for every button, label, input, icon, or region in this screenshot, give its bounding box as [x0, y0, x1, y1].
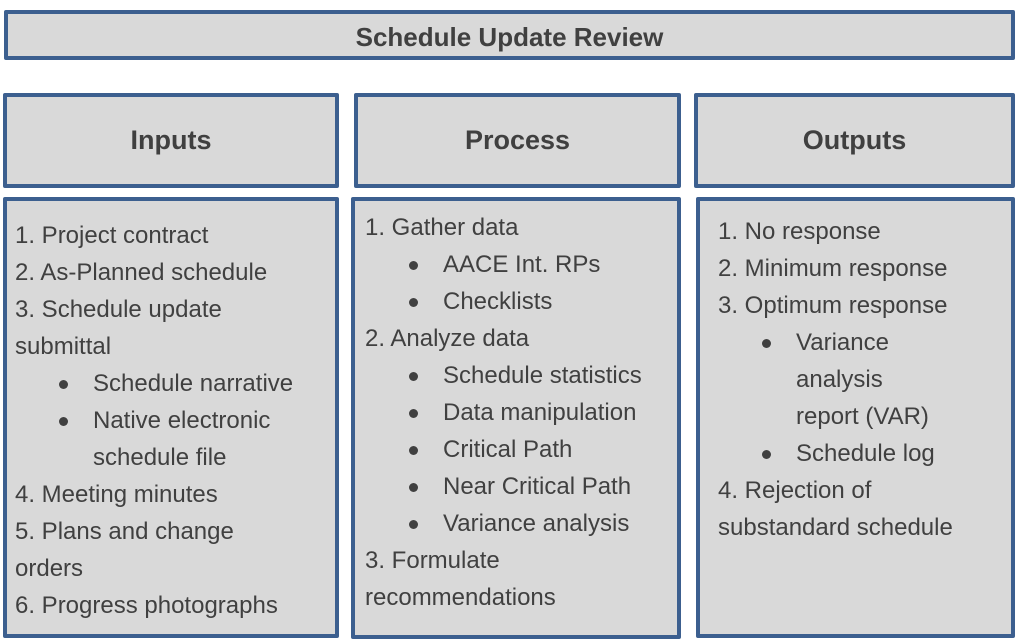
bullet-item-continuation: report (VAR)	[718, 398, 1011, 435]
bullet-item-text: Data manipulation	[443, 399, 637, 426]
numbered-item: 2. Analyze data	[365, 325, 530, 352]
bullet-item-text: Native electronic	[93, 407, 271, 434]
numbered-item: 2. Minimum response	[718, 255, 948, 282]
numbered-item: 4. Meeting minutes	[15, 481, 218, 508]
numbered-item-continuation: substandard schedule	[718, 514, 953, 541]
bullet-icon	[409, 372, 418, 381]
bullet-item-continuation: analysis	[718, 361, 1011, 398]
diagram-title: Schedule Update Review	[4, 10, 1015, 60]
bullet-item: Near Critical Path	[365, 468, 677, 505]
numbered-item: 1. Gather data	[365, 214, 519, 241]
bullet-item: Native electronic	[15, 402, 335, 439]
bullet-item-text: schedule file	[93, 444, 227, 471]
bullet-icon	[762, 450, 771, 459]
bullet-item-text: Schedule narrative	[93, 370, 294, 397]
numbered-item: 2. As-Planned schedule	[15, 259, 268, 286]
bullet-item-text: Schedule log	[796, 440, 935, 467]
inputs-header-text: Inputs	[130, 125, 212, 155]
inputs-list-box: 1. Project contract 2. As-Planned schedul…	[3, 197, 339, 638]
bullet-item-text: AACE Int. RPs	[443, 251, 601, 278]
numbered-item: 4. Rejection of	[718, 477, 872, 504]
process-header-text: Process	[464, 125, 571, 155]
numbered-item-continuation: submittal	[15, 333, 112, 360]
bullet-item: Schedule log	[718, 435, 1011, 472]
outputs-header-text: Outputs	[802, 125, 907, 155]
bullet-item: Schedule narrative	[15, 365, 335, 402]
bullet-icon	[59, 417, 68, 426]
numbered-item: 3. Formulate	[365, 547, 500, 574]
numbered-item: 6. Progress photographs	[15, 592, 278, 619]
bullet-icon	[409, 520, 418, 529]
bullet-item: AACE Int. RPs	[365, 246, 677, 283]
bullet-icon	[409, 446, 418, 455]
bullet-item-text: Variance analysis	[443, 510, 630, 537]
numbered-item: 1. Project contract	[15, 222, 209, 249]
numbered-item: 1. No response	[718, 218, 881, 245]
bullet-item-text: Near Critical Path	[443, 473, 632, 500]
bullet-item-text: report (VAR)	[796, 403, 929, 430]
bullet-item: Data manipulation	[365, 394, 677, 431]
bullet-item: Checklists	[365, 283, 677, 320]
bullet-icon	[409, 261, 418, 270]
bullet-item: Variance	[718, 324, 1011, 361]
bullet-item-text: Checklists	[443, 288, 553, 315]
bullet-icon	[762, 339, 771, 348]
bullet-item-text: Schedule statistics	[443, 362, 642, 389]
bullet-icon	[59, 380, 68, 389]
inputs-header: Inputs	[3, 93, 339, 188]
numbered-item-continuation: recommendations	[365, 584, 556, 611]
numbered-item: 5. Plans and change	[15, 518, 234, 545]
outputs-header: Outputs	[694, 93, 1015, 188]
outputs-list-box: 1. No response 2. Minimum response 3. Opti…	[696, 197, 1015, 638]
numbered-item: 3. Schedule update	[15, 296, 222, 323]
bullet-item: Variance analysis	[365, 505, 677, 542]
diagram-title-text: Schedule Update Review	[355, 21, 664, 52]
bullet-icon	[409, 409, 418, 418]
bullet-item: Critical Path	[365, 431, 677, 468]
bullet-icon	[409, 298, 418, 307]
bullet-item-text: Variance	[796, 329, 889, 356]
bullet-item-text: Critical Path	[443, 436, 573, 463]
numbered-item: 3. Optimum response	[718, 292, 948, 319]
bullet-item: Schedule statistics	[365, 357, 677, 394]
bullet-icon	[409, 483, 418, 492]
bullet-item-text: analysis	[796, 366, 883, 393]
process-header: Process	[354, 93, 681, 188]
bullet-item-continuation: schedule file	[15, 439, 335, 476]
numbered-item-continuation: orders	[15, 555, 84, 582]
